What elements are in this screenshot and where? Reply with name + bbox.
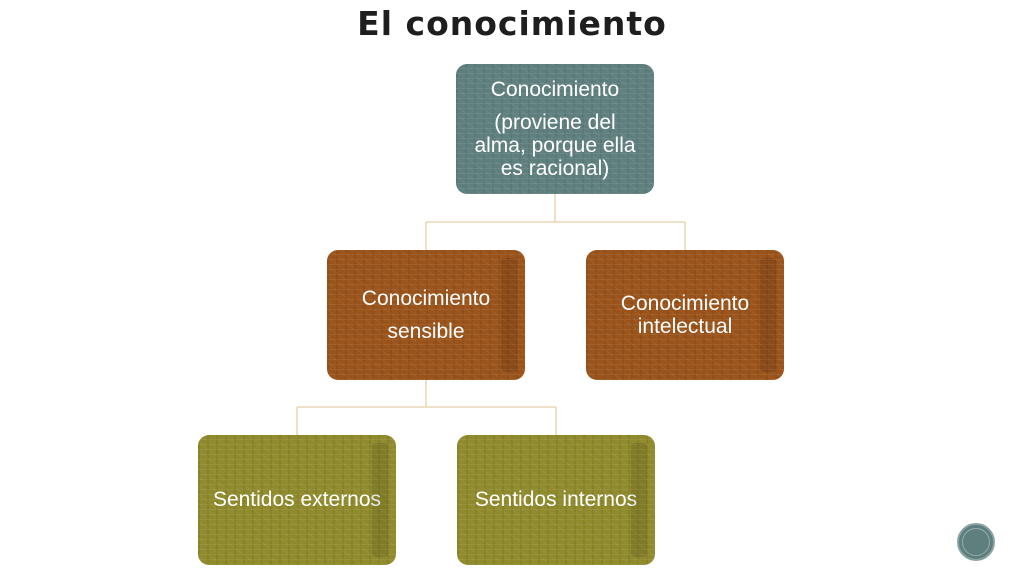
node-sensible-line2: sensible [387, 320, 465, 343]
node-conocimiento-subtitle: (proviene del alma, porque ella es racio… [474, 110, 636, 181]
slide-number-badge [957, 523, 995, 561]
node-texture-band [501, 258, 517, 372]
node-conocimiento-sensible: Conocimiento sensible [327, 250, 525, 380]
node-texture-band [760, 258, 776, 372]
node-conocimiento: Conocimiento (proviene del alma, porque … [456, 64, 654, 194]
slide-title: El conocimiento [357, 4, 667, 43]
node-texture-band [631, 443, 647, 557]
node-externos-label: Sentidos externos [212, 488, 382, 512]
node-sentidos-internos: Sentidos internos [457, 435, 655, 565]
node-internos-label: Sentidos internos [474, 488, 638, 512]
node-conocimiento-intelectual: Conocimiento intelectual [586, 250, 784, 380]
node-sensible-line1: Conocimiento [361, 286, 491, 310]
node-texture-band [372, 443, 388, 557]
node-intelectual-label: Conocimiento intelectual [620, 291, 750, 338]
node-conocimiento-title: Conocimiento [490, 77, 620, 101]
node-sentidos-externos: Sentidos externos [198, 435, 396, 565]
